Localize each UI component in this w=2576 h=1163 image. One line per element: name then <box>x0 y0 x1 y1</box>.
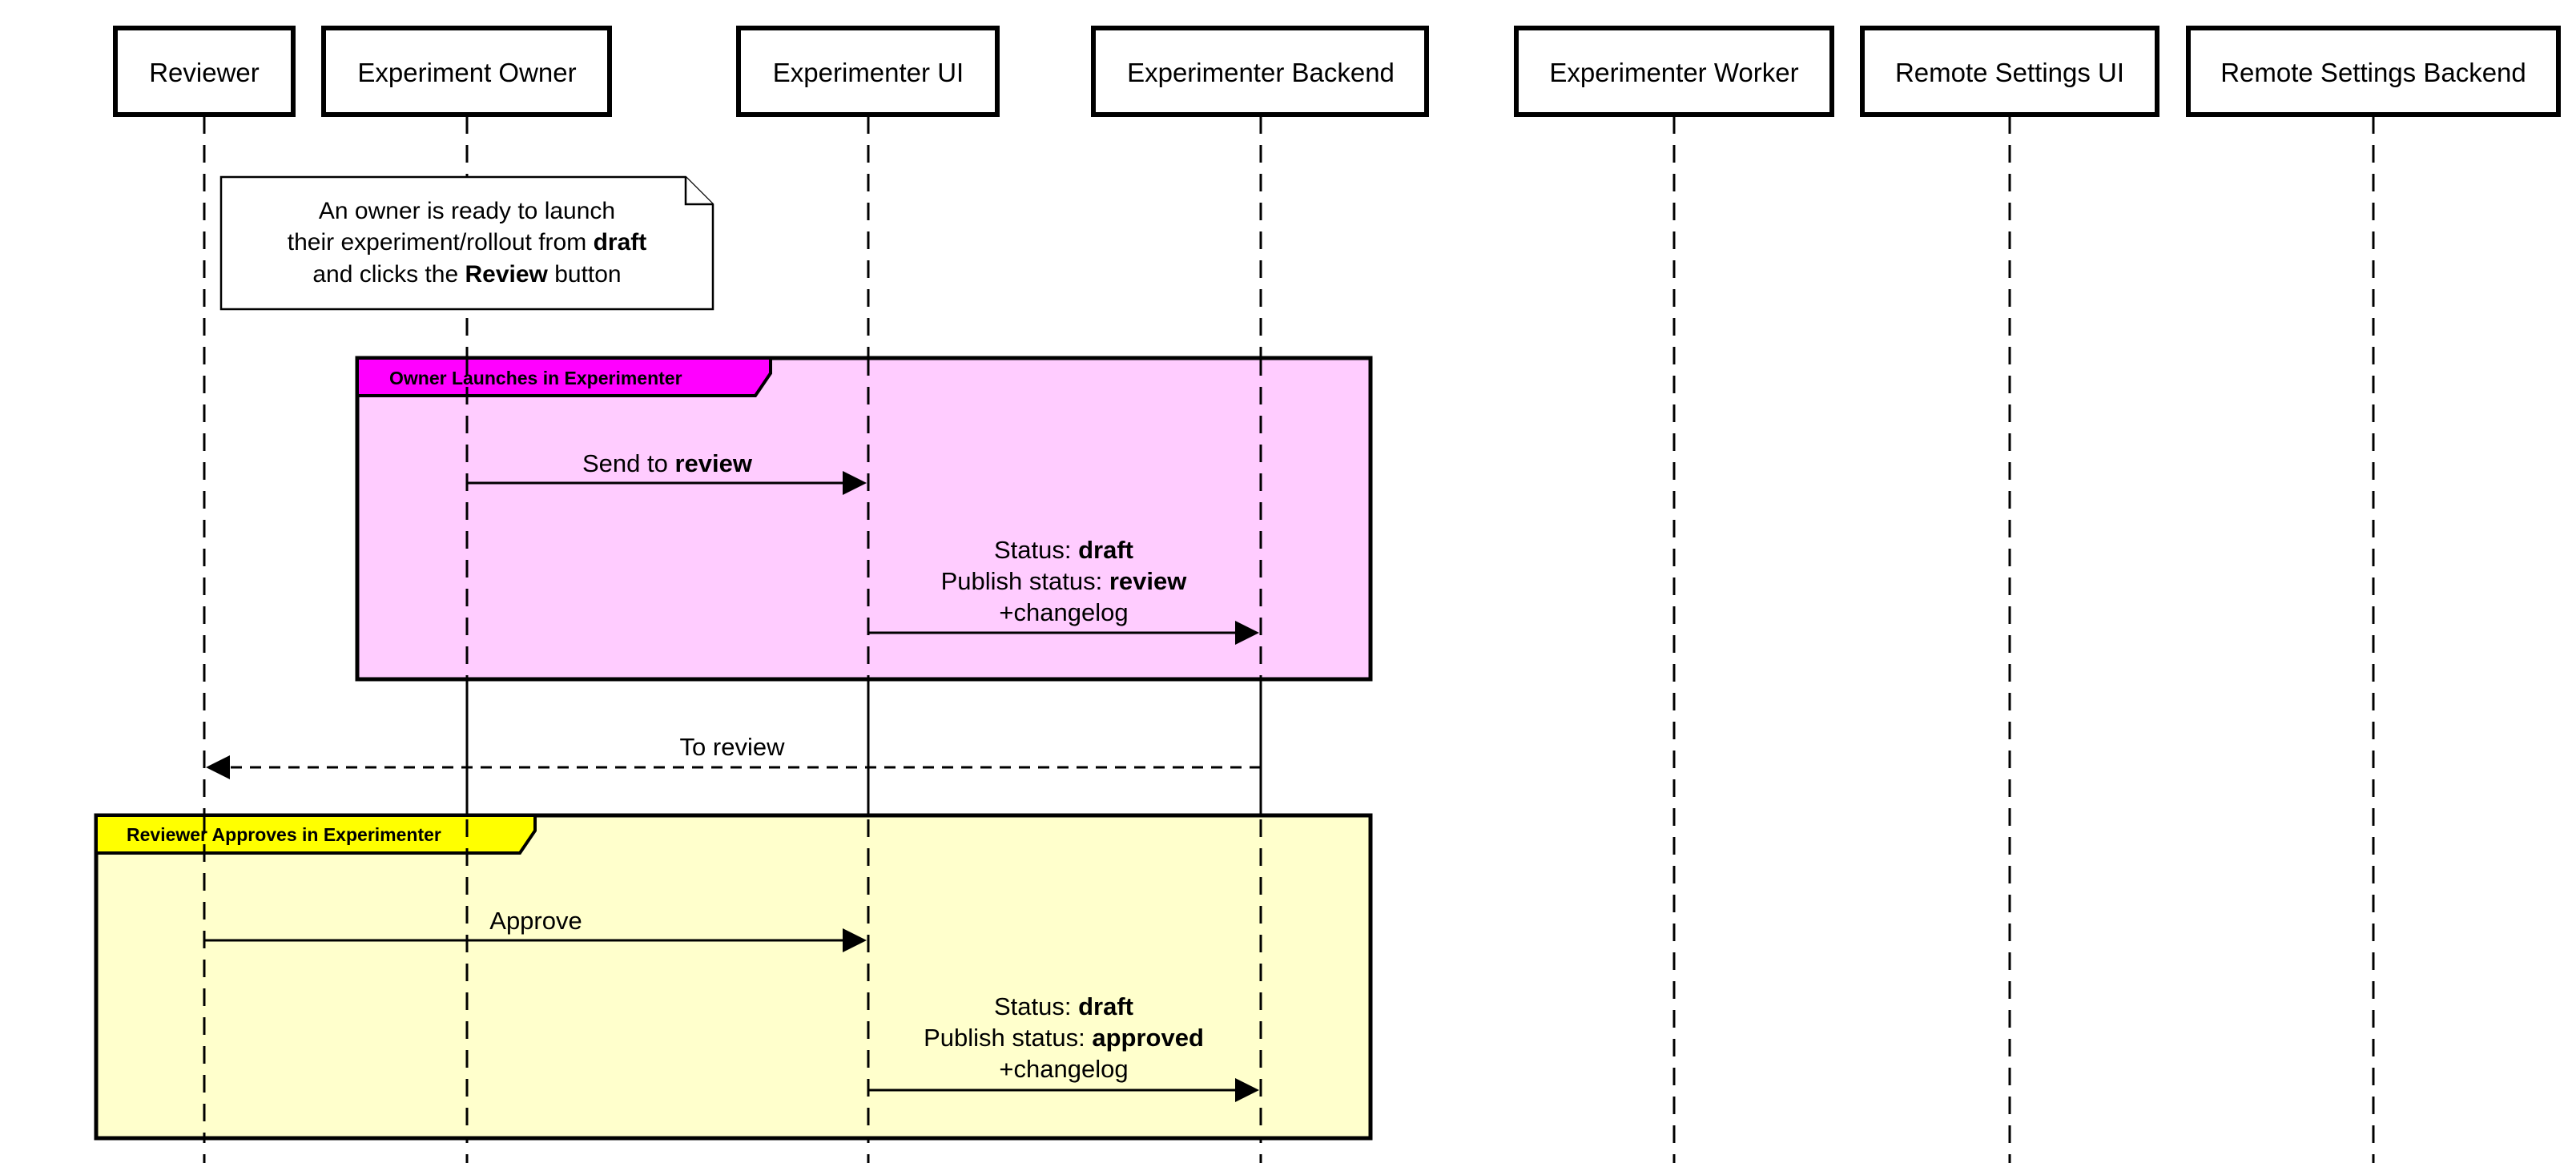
participant-experimenter-backend: Experimenter Backend <box>1091 26 1429 117</box>
frame-reviewer-approves-tab <box>95 814 537 855</box>
participant-remote-settings-backend-box <box>2186 26 2561 117</box>
message-ui-to-backend-review: Status: draft Publish status: review +ch… <box>868 536 1259 645</box>
frame-reviewer-approves-title: Reviewer Approves in Experimenter <box>127 824 441 845</box>
participant-remote-settings-backend: Remote Settings Backend <box>2186 26 2561 117</box>
message-ui-to-backend-approved-status: Status: draft <box>994 992 1133 1020</box>
message-to-review: To review <box>206 733 1261 779</box>
frame-reviewer-approves: Reviewer Approves in Experimenter <box>94 813 1373 1141</box>
participant-experimenter-worker: Experimenter Worker <box>1514 26 1834 117</box>
participant-experimenter-ui: Experimenter UI <box>736 26 1000 117</box>
participant-reviewer-box <box>113 26 296 117</box>
message-ui-to-backend-review-publish: Publish status: review <box>941 567 1188 595</box>
participant-experiment-owner-label: Experiment Owner <box>357 58 576 87</box>
message-ui-to-backend-approved-arrowhead <box>1235 1078 1259 1102</box>
message-to-review-arrowhead <box>206 755 230 779</box>
message-ui-to-backend-review-status: Status: draft <box>994 536 1133 564</box>
participant-remote-settings-backend-label: Remote Settings Backend <box>2220 58 2526 87</box>
message-send-to-review-arrowhead <box>843 471 867 495</box>
frame-owner-launches-tab <box>356 356 772 397</box>
message-ui-to-backend-approved-publish: Publish status: approved <box>924 1024 1204 1052</box>
participant-reviewer: Reviewer <box>113 26 296 117</box>
message-to-review-label: To review <box>680 733 786 761</box>
participant-experimenter-worker-label: Experimenter Worker <box>1549 58 1798 87</box>
lifelines-over-frames <box>203 358 1262 1138</box>
participant-remote-settings-ui-box <box>1860 26 2159 117</box>
note-fold <box>684 177 713 206</box>
note-line-1: An owner is ready to launch <box>319 198 615 224</box>
participant-experimenter-worker-box <box>1514 26 1834 117</box>
participant-experimenter-backend-box <box>1091 26 1429 117</box>
message-send-to-review-label: Send to review <box>582 449 753 477</box>
message-ui-to-backend-approved-changelog: +changelog <box>999 1055 1128 1083</box>
message-approve-label: Approve <box>489 907 582 935</box>
participant-remote-settings-ui-label: Remote Settings UI <box>1895 58 2124 87</box>
frame-reviewer-approves-box <box>94 813 1373 1141</box>
message-approve: Approve <box>204 907 867 952</box>
participant-experimenter-backend-label: Experimenter Backend <box>1127 58 1395 87</box>
participant-reviewer-label: Reviewer <box>149 58 260 87</box>
participant-experiment-owner: Experiment Owner <box>321 26 612 117</box>
note-line-3: and clicks the Review button <box>312 261 621 288</box>
participant-remote-settings-ui: Remote Settings UI <box>1860 26 2159 117</box>
note-line-2: their experiment/rollout from draft <box>288 229 646 256</box>
message-ui-to-backend-review-arrowhead <box>1235 621 1259 645</box>
participant-experimenter-ui-label: Experimenter UI <box>773 58 964 87</box>
frame-owner-launches-title: Owner Launches in Experimenter <box>389 368 682 388</box>
message-approve-arrowhead <box>843 928 867 952</box>
message-send-to-review: Send to review <box>467 449 867 495</box>
message-ui-to-backend-review-changelog: +changelog <box>999 598 1128 626</box>
participant-experiment-owner-box <box>321 26 612 117</box>
message-ui-to-backend-approved: Status: draft Publish status: approved +… <box>868 992 1259 1102</box>
frame-owner-launches-box <box>355 356 1373 682</box>
frame-owner-launches: Owner Launches in Experimenter <box>355 356 1373 682</box>
note-box <box>219 175 714 311</box>
note: An owner is ready to launch their experi… <box>219 175 714 311</box>
participant-experimenter-ui-box <box>736 26 1000 117</box>
